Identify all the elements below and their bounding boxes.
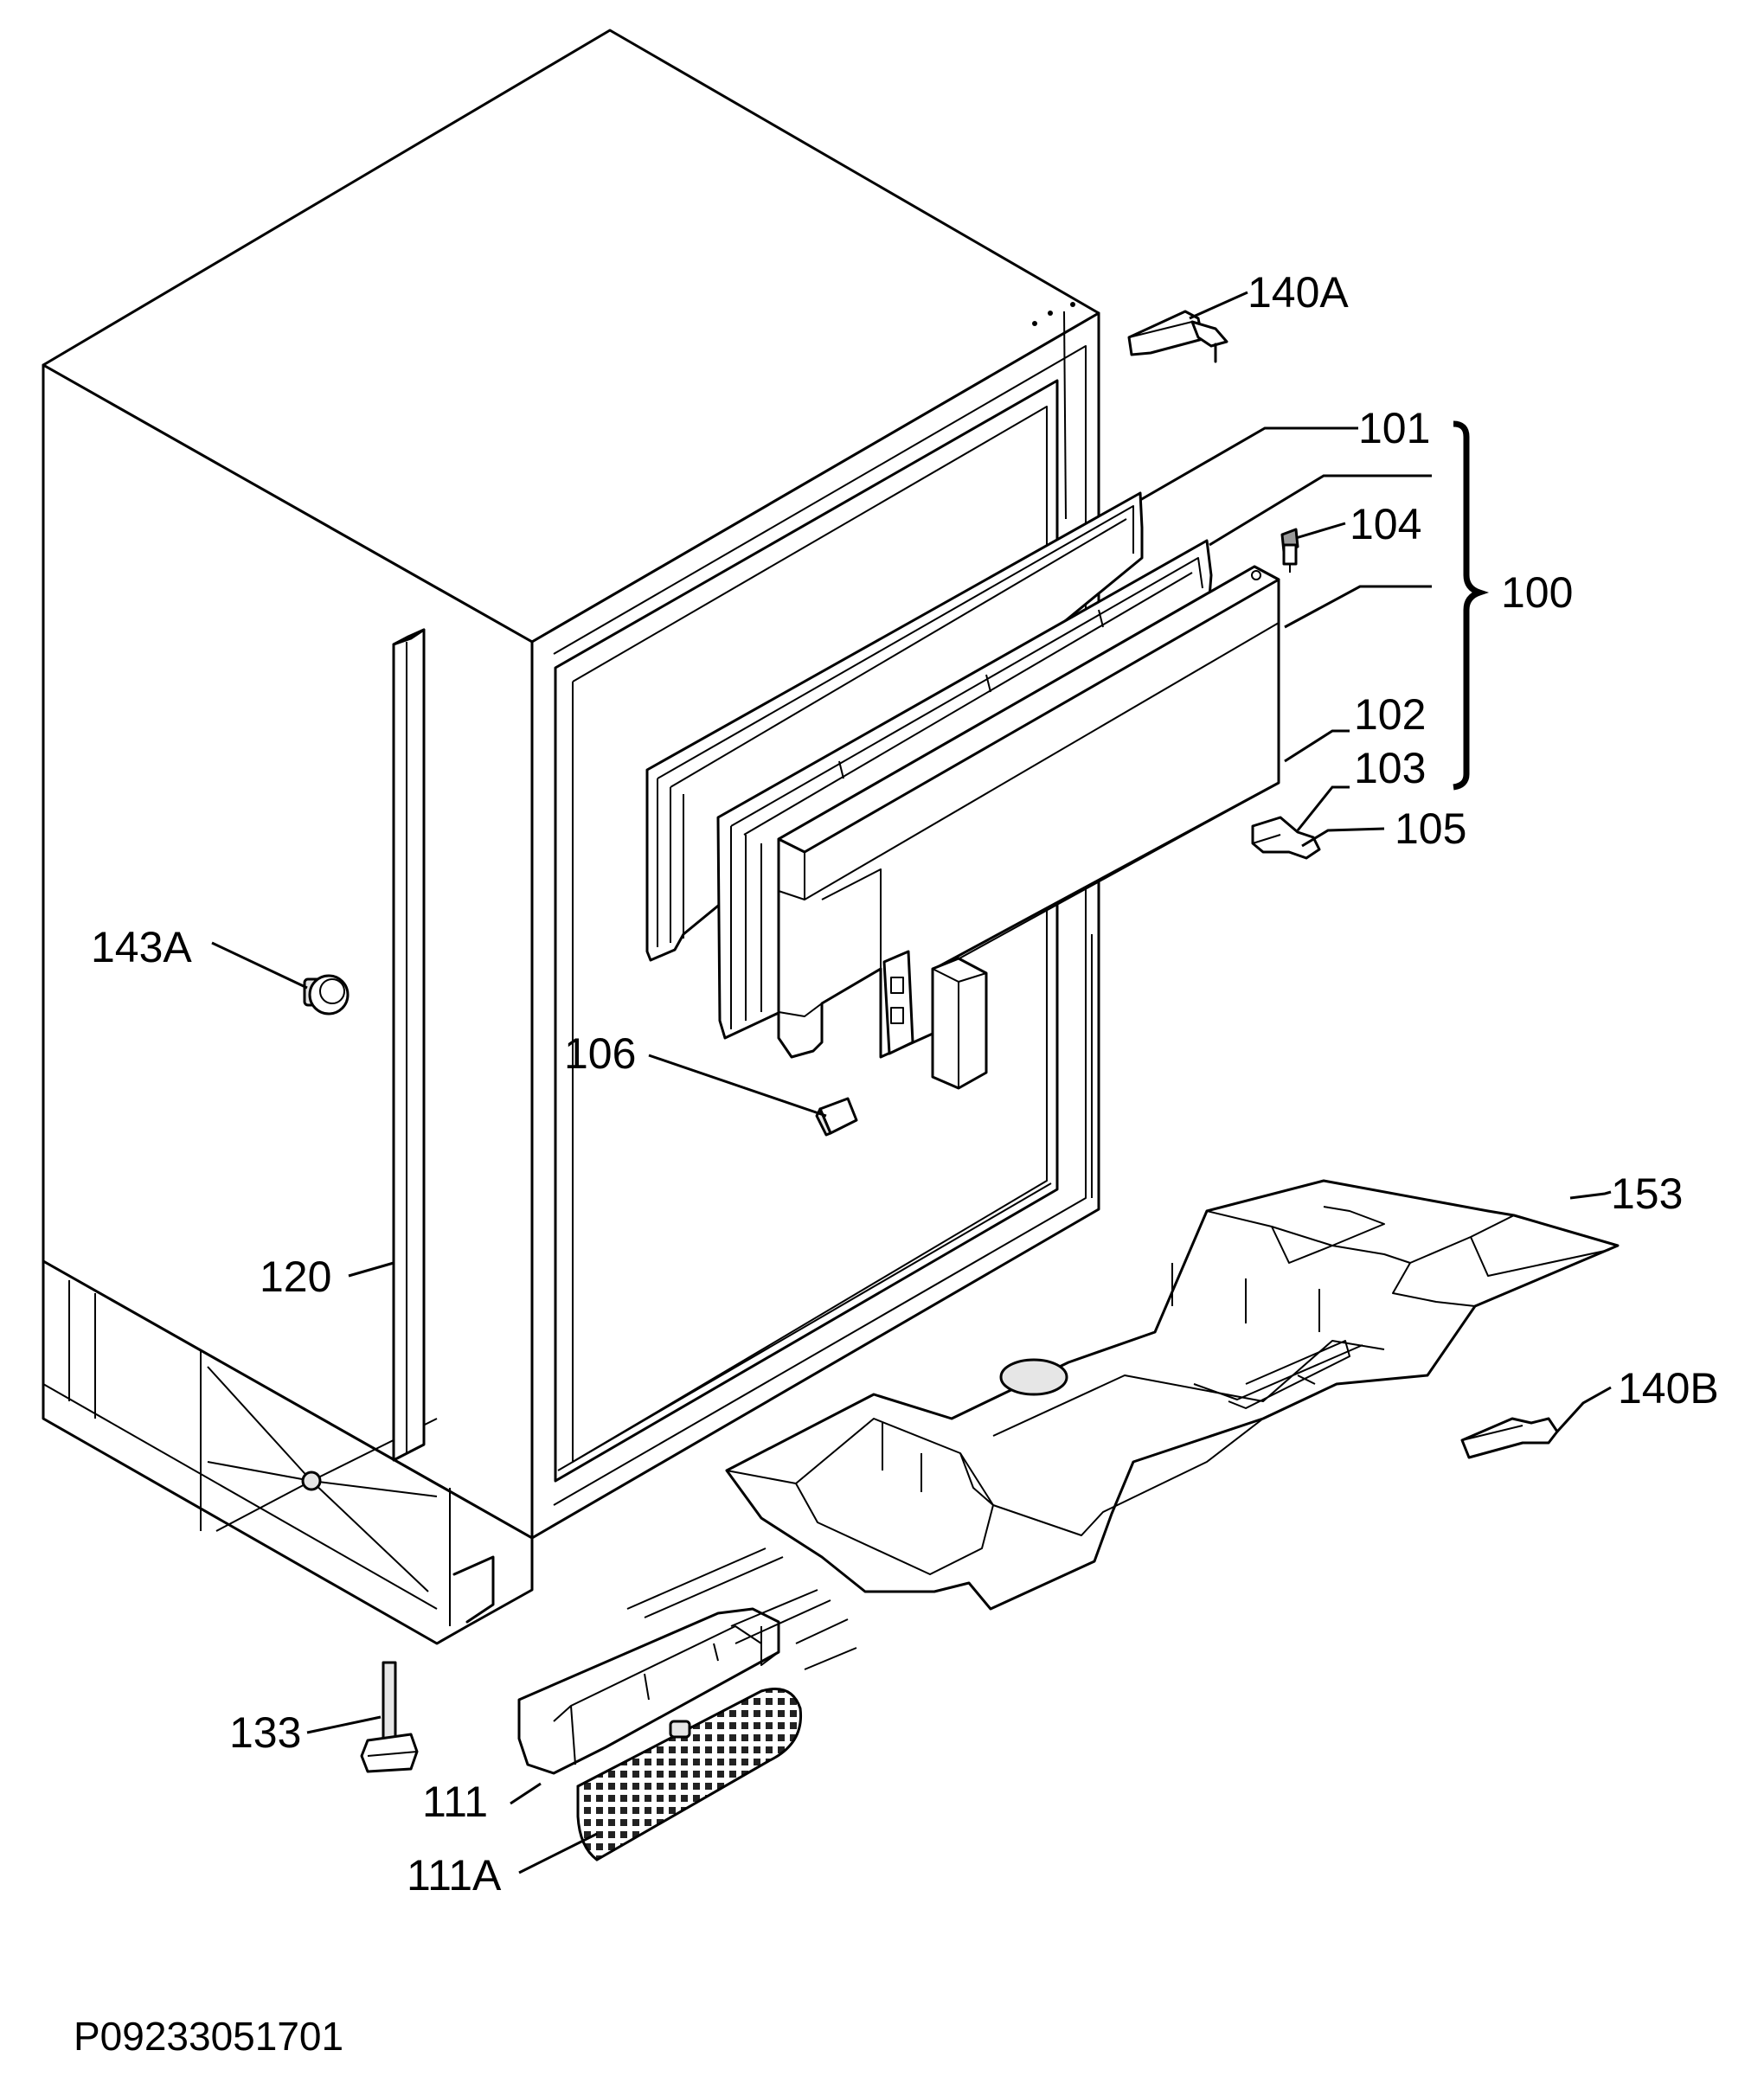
- leader-lines: [211, 291, 1612, 1874]
- part-133-foot: [360, 1661, 419, 1773]
- part-140B-hinge: [1460, 1417, 1559, 1459]
- callout-101: 101: [1358, 404, 1430, 452]
- part-105-pin: [1251, 816, 1321, 860]
- callout-153: 153: [1611, 1169, 1683, 1218]
- callout-140B: 140B: [1618, 1364, 1719, 1413]
- callout-143A: 143A: [91, 923, 192, 971]
- bracket-100: [1453, 420, 1490, 791]
- callout-111: 111: [422, 1778, 488, 1826]
- door-handle: [931, 957, 988, 1090]
- callout-120: 120: [260, 1253, 331, 1301]
- part-103-door-panel: [777, 565, 1280, 1059]
- door-hinge-bracket: [882, 950, 914, 1055]
- callout-106: 106: [564, 1029, 636, 1078]
- part-140A-hinge: [1127, 310, 1228, 363]
- callout-105: 105: [1395, 804, 1466, 853]
- button-143A: [303, 974, 350, 1016]
- callout-133: 133: [229, 1708, 301, 1757]
- drawing-number: P09233051701: [74, 2014, 343, 2059]
- callout-111A: 111A: [407, 1851, 502, 1900]
- callout-104: 104: [1350, 500, 1421, 548]
- callout-103: 103: [1354, 744, 1426, 792]
- callout-102: 102: [1354, 690, 1426, 739]
- part-153-drip-tray: [725, 1179, 1620, 1611]
- callout-140A: 140A: [1248, 268, 1349, 317]
- part-104-screw: [1280, 528, 1299, 573]
- callout-100: 100: [1501, 568, 1573, 617]
- part-106-cap: [815, 1097, 858, 1137]
- part-111-kick-panel: [517, 1547, 857, 1775]
